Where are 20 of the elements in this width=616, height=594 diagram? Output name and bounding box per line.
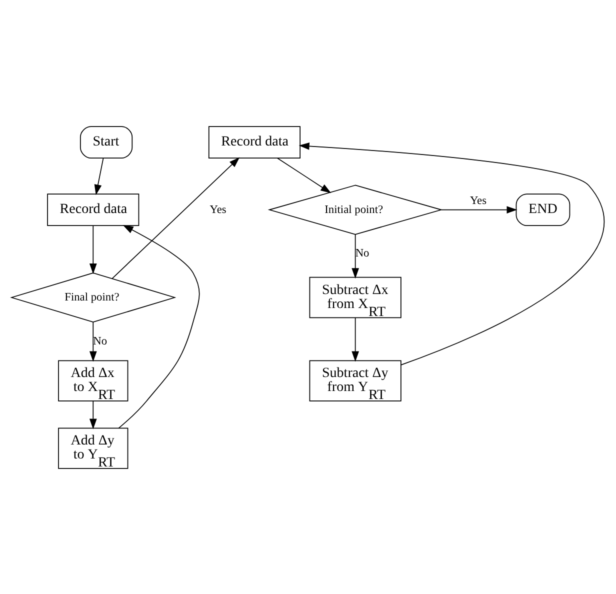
- arrow: [298, 142, 605, 365]
- node-box: Start: [80, 126, 133, 158]
- arrow: [352, 316, 360, 362]
- node-box: END: [516, 193, 570, 226]
- node-box: Record data: [208, 126, 301, 158]
- arrow: [118, 224, 200, 428]
- edge-label: No: [93, 334, 108, 347]
- arrow: [276, 157, 332, 193]
- edge-label: Yes: [210, 203, 226, 216]
- edge-label: Yes: [470, 194, 487, 207]
- edge-label: No: [355, 247, 370, 260]
- arrow: [94, 157, 104, 195]
- arrow: [89, 224, 97, 274]
- arrow: [441, 206, 518, 213]
- node-box: Record data: [47, 193, 140, 226]
- arrow: [352, 233, 360, 278]
- node-diamond: Final point?: [10, 272, 176, 322]
- arrow: [112, 156, 240, 278]
- arrow: [89, 321, 97, 362]
- arrow: [89, 400, 97, 429]
